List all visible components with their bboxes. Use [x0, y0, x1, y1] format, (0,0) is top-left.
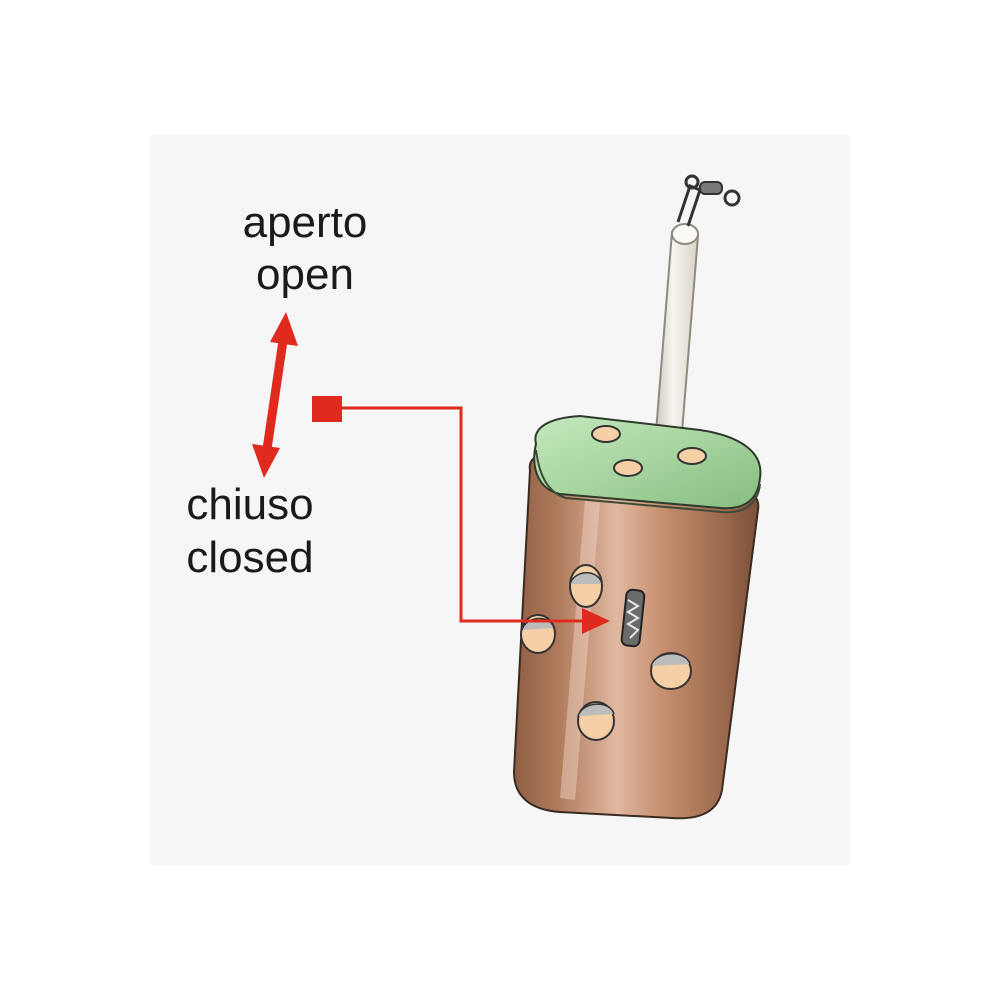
tube-stem — [654, 223, 700, 433]
arrow-head-up — [270, 312, 298, 346]
side-hole — [650, 652, 692, 690]
lid-hole — [677, 447, 707, 465]
feeder-side-holes — [520, 564, 692, 741]
label-open: open — [256, 250, 354, 299]
callout-line — [342, 406, 584, 623]
label-chiuso: chiuso — [186, 480, 314, 529]
callout-pointer — [312, 396, 610, 634]
callout-marker — [312, 396, 342, 422]
callout-arrow-head — [582, 608, 610, 634]
side-hole — [569, 564, 603, 608]
lid-hole — [591, 425, 621, 443]
feeder-lid — [533, 414, 762, 514]
swivel-icon — [676, 174, 741, 227]
label-closed: closed — [186, 533, 314, 582]
open-close-arrow-shaft — [261, 333, 289, 457]
lid-hole — [613, 459, 643, 477]
open-close-arrow — [252, 312, 298, 478]
label-aperto: aperto — [242, 198, 368, 247]
arrow-head-down — [252, 444, 280, 478]
slider-lock-icon — [620, 588, 646, 648]
side-hole — [577, 701, 615, 741]
